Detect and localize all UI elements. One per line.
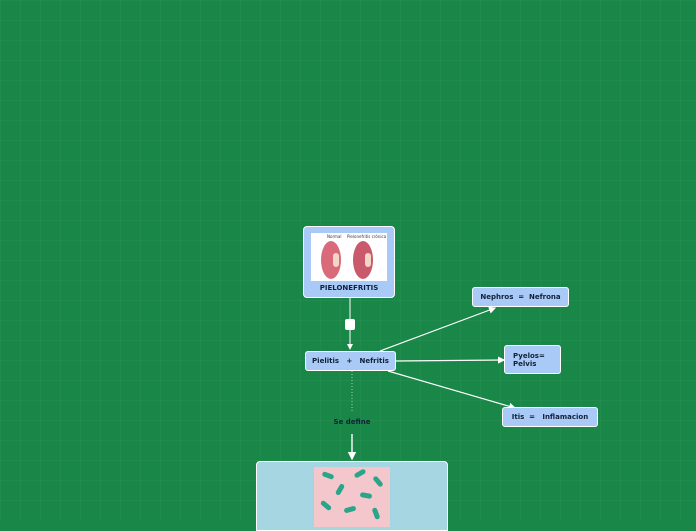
image-label-chronic: Pielonefritis crónica bbox=[347, 234, 387, 239]
link-pielitis-to-nephros bbox=[379, 306, 497, 352]
main-topic-title: PIELONEFRITIS bbox=[319, 284, 379, 292]
kidney-illustration-icon: Normal Pielonefritis crónica bbox=[311, 233, 387, 281]
bacteria-illustration-icon bbox=[314, 467, 390, 527]
link-pielitis-to-pyelos bbox=[395, 356, 506, 364]
kidney-affected-icon bbox=[353, 241, 373, 279]
collapse-toggle[interactable] bbox=[345, 319, 355, 330]
node-definition[interactable] bbox=[256, 461, 448, 531]
node-itis[interactable]: Itis = Inflamacion bbox=[502, 407, 598, 427]
kidney-normal-icon bbox=[321, 241, 341, 279]
node-pielitis-nefritis[interactable]: Pielitis + Nefritis bbox=[305, 351, 396, 371]
link-pielitis-to-itis bbox=[387, 370, 517, 410]
node-pyelos[interactable]: Pyelos= Pelvis bbox=[504, 345, 561, 374]
image-label-normal: Normal bbox=[327, 234, 342, 239]
connector-lines bbox=[347, 298, 517, 461]
label-se-define[interactable]: Se define bbox=[333, 418, 371, 426]
main-topic-node[interactable]: Normal Pielonefritis crónica PIELONEFRIT… bbox=[303, 226, 395, 298]
node-nephros[interactable]: Nephros = Nefrona bbox=[472, 287, 569, 307]
